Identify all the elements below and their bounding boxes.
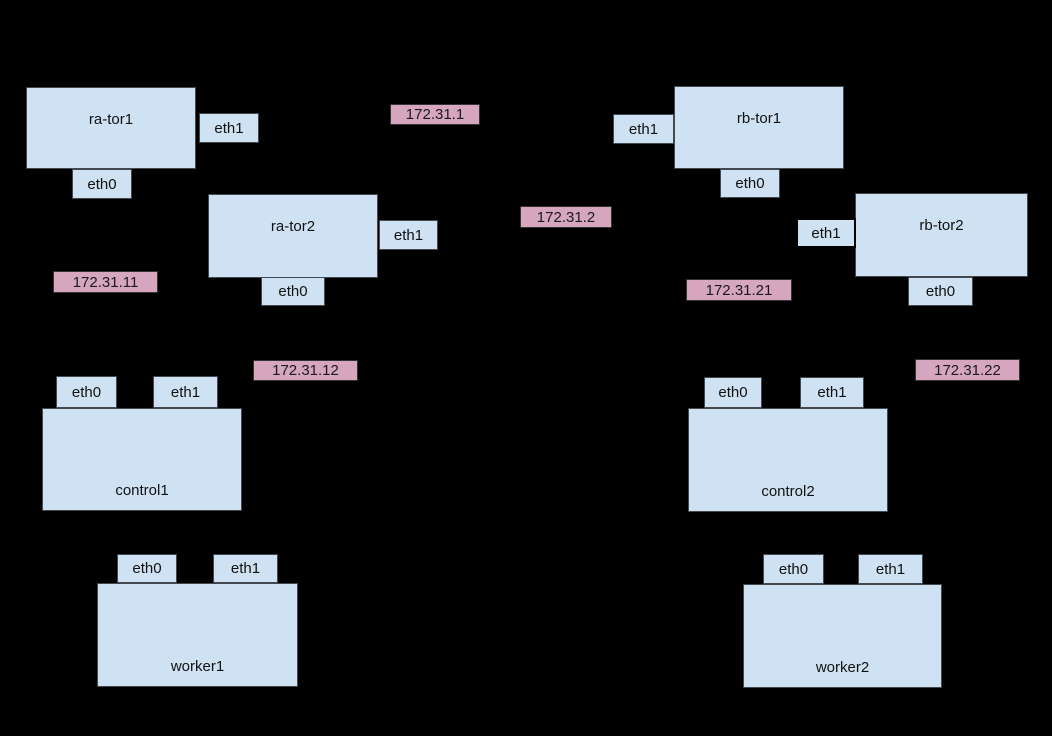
ip-label-172-31-22[interactable]: 172.31.22	[915, 359, 1020, 381]
ip-label-172-31-21-text: 172.31.21	[705, 281, 773, 299]
port-rb-tor2-eth0-label: eth0	[925, 283, 956, 300]
ip-label-172-31-21[interactable]: 172.31.21	[686, 279, 792, 301]
port-control1-eth0[interactable]: eth0	[56, 376, 117, 408]
port-control2-eth1-label: eth1	[817, 384, 847, 401]
port-rb-tor2-eth0[interactable]: eth0	[908, 277, 973, 306]
ip-label-172-31-2[interactable]: 172.31.2	[520, 206, 612, 228]
port-control2-eth0[interactable]: eth0	[704, 377, 762, 408]
ip-label-172-31-12[interactable]: 172.31.12	[253, 360, 358, 381]
port-rb-tor1-eth1-label: eth1	[628, 120, 659, 138]
port-ra-tor1-eth1[interactable]: eth1	[199, 113, 259, 143]
port-rb-tor2-eth1[interactable]: eth1	[796, 218, 856, 248]
node-ra-tor1-label: ra-tor1	[88, 111, 134, 128]
node-control1[interactable]: control1	[42, 408, 242, 511]
port-rb-tor2-eth1-label: eth1	[811, 224, 841, 242]
node-ra-tor2[interactable]: ra-tor2	[208, 194, 378, 278]
port-worker1-eth1[interactable]: eth1	[213, 554, 278, 583]
node-control2[interactable]: control2	[688, 408, 888, 512]
ip-label-172-31-11[interactable]: 172.31.11	[53, 271, 158, 293]
port-worker2-eth0[interactable]: eth0	[763, 554, 824, 584]
ip-label-172-31-2-text: 172.31.2	[536, 208, 596, 226]
port-control1-eth1[interactable]: eth1	[153, 376, 218, 408]
port-ra-tor2-eth1-label: eth1	[393, 226, 424, 244]
port-worker1-eth0-label: eth0	[132, 560, 162, 577]
ip-label-172-31-12-text: 172.31.12	[272, 362, 339, 379]
node-ra-tor1[interactable]: ra-tor1	[26, 87, 196, 169]
port-control2-eth1[interactable]: eth1	[800, 377, 864, 408]
ip-label-172-31-1[interactable]: 172.31.1	[390, 104, 480, 125]
node-control1-label: control1	[115, 482, 169, 499]
node-worker1-label: worker1	[170, 658, 225, 675]
port-ra-tor2-eth1[interactable]: eth1	[379, 220, 438, 250]
node-worker1[interactable]: worker1	[97, 583, 298, 687]
node-rb-tor1[interactable]: rb-tor1	[674, 86, 844, 169]
ip-label-172-31-1-text: 172.31.1	[405, 106, 465, 123]
ip-label-172-31-11-text: 172.31.11	[72, 273, 139, 291]
port-worker2-eth1-label: eth1	[875, 560, 906, 578]
port-ra-tor2-eth0[interactable]: eth0	[261, 277, 325, 306]
port-control2-eth0-label: eth0	[718, 384, 748, 401]
node-worker2-label: worker2	[815, 659, 870, 676]
port-worker2-eth0-label: eth0	[778, 560, 809, 578]
port-worker1-eth1-label: eth1	[230, 560, 261, 577]
node-control2-label: control2	[761, 483, 815, 500]
port-worker2-eth1[interactable]: eth1	[858, 554, 923, 584]
port-rb-tor1-eth1[interactable]: eth1	[613, 114, 674, 144]
port-ra-tor1-eth1-label: eth1	[214, 119, 244, 137]
node-ra-tor2-label: ra-tor2	[270, 218, 316, 235]
port-worker1-eth0[interactable]: eth0	[117, 554, 177, 583]
port-rb-tor1-eth0-label: eth0	[735, 175, 765, 192]
ip-label-172-31-22-text: 172.31.22	[934, 361, 1001, 379]
node-rb-tor2[interactable]: rb-tor2	[855, 193, 1028, 277]
node-rb-tor2-label: rb-tor2	[919, 217, 964, 234]
port-ra-tor1-eth0[interactable]: eth0	[72, 169, 132, 199]
port-control1-eth0-label: eth0	[71, 383, 102, 401]
node-rb-tor1-label: rb-tor1	[736, 110, 782, 127]
port-rb-tor1-eth0[interactable]: eth0	[720, 169, 780, 198]
port-ra-tor2-eth0-label: eth0	[278, 283, 308, 300]
node-worker2[interactable]: worker2	[743, 584, 942, 688]
port-ra-tor1-eth0-label: eth0	[87, 175, 117, 193]
port-control1-eth1-label: eth1	[170, 383, 201, 401]
